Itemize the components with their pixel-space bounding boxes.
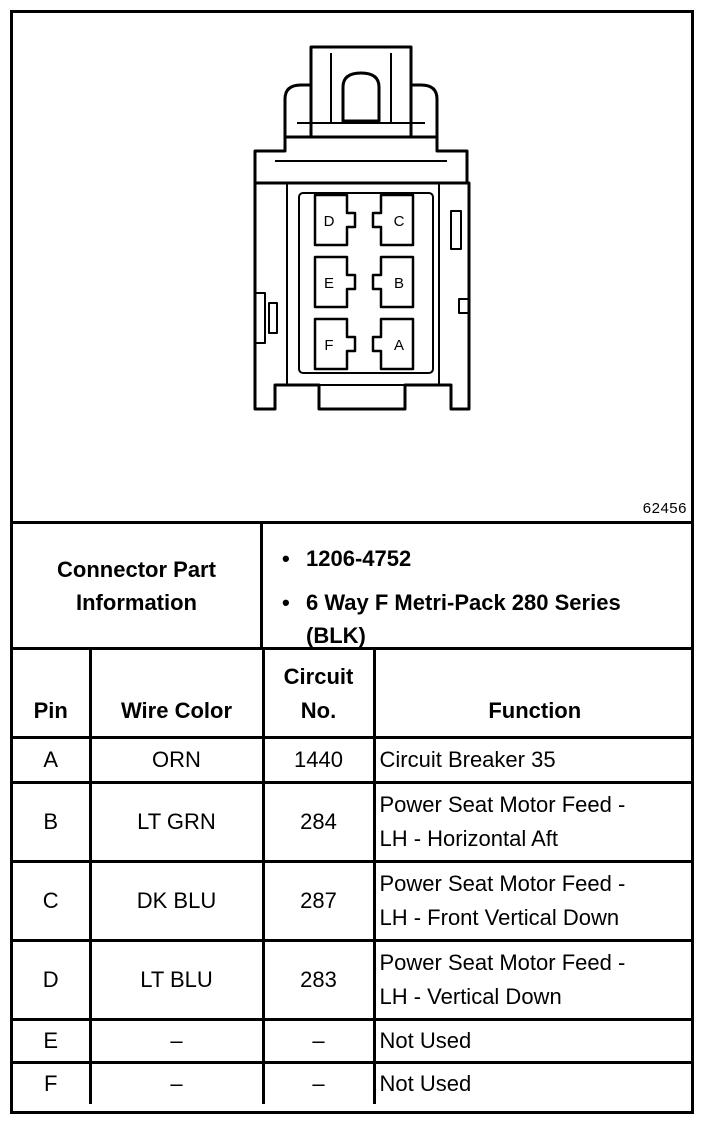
cell-wire-color: – (88, 1018, 265, 1064)
connector-figure: D C E B F A 62456 (13, 13, 691, 524)
connector-info-label-line2: Information (76, 589, 197, 615)
connector-info-section: Connector Part Information • 1206-4752 •… (13, 524, 691, 650)
cell-wire-color: ORN (88, 736, 265, 784)
cell-function-line1: Power Seat Motor Feed - (379, 792, 626, 817)
connector-info-item: • 6 Way F Metri-Pack 280 Series (BLK) (282, 586, 636, 652)
connector-info-label-line1: Connector Part (57, 556, 216, 582)
connector-page-frame: D C E B F A 62456 Connector Part Informa… (10, 10, 694, 1114)
cell-pin: B (13, 781, 92, 863)
table-row: A ORN 1440 Circuit Breaker 35 (13, 736, 694, 784)
table-row: C DK BLU 287 Power Seat Motor Feed - LH … (13, 860, 694, 942)
cell-circuit: 1440 (261, 736, 376, 784)
cell-function-line1: Power Seat Motor Feed - (379, 950, 626, 975)
header-pin: Pin (13, 650, 92, 739)
table-row: B LT GRN 284 Power Seat Motor Feed - LH … (13, 781, 694, 863)
cell-pin: D (13, 939, 92, 1021)
cell-circuit: 283 (261, 939, 376, 1021)
cell-circuit: – (261, 1061, 376, 1104)
cell-function-line1: Not Used (379, 1028, 472, 1053)
header-function: Function (372, 650, 694, 739)
cell-pin: C (13, 860, 92, 942)
cell-wire-color: LT GRN (88, 781, 265, 863)
connector-info-list: • 1206-4752 • 6 Way F Metri-Pack 280 Ser… (282, 542, 636, 652)
cell-function: Power Seat Motor Feed - LH - Front Verti… (372, 860, 694, 942)
connector-drawing: D C E B F A (253, 45, 471, 411)
bullet-icon: • (282, 590, 290, 615)
cell-function-line1: Power Seat Motor Feed - (379, 871, 626, 896)
table-row: E – – Not Used (13, 1018, 694, 1064)
header-circuit-line1: Circuit (283, 664, 354, 689)
part-number: 1206-4752 (306, 546, 412, 571)
pin-label-e: E (324, 275, 334, 292)
pinout-table: Pin Wire Color Circuit No. Function A OR… (13, 650, 694, 1104)
cell-function-line2: LH - Horizontal Aft (379, 826, 559, 851)
cell-circuit: 287 (261, 860, 376, 942)
cell-function: Power Seat Motor Feed - LH - Vertical Do… (372, 939, 694, 1021)
figure-id-label: 62456 (642, 500, 687, 517)
cell-function-line2: LH - Front Vertical Down (379, 905, 620, 930)
connector-description: 6 Way F Metri-Pack 280 Series (BLK) (306, 590, 621, 648)
cell-function-line1: Circuit Breaker 35 (379, 747, 556, 772)
cell-circuit: – (261, 1018, 376, 1064)
cell-circuit: 284 (261, 781, 376, 863)
table-row: F – – Not Used (13, 1061, 694, 1104)
connector-info-item: • 1206-4752 (282, 542, 636, 575)
cell-function: Not Used (372, 1018, 694, 1064)
cell-function-line2: LH - Vertical Down (379, 984, 562, 1009)
cell-function: Circuit Breaker 35 (372, 736, 694, 784)
pin-label-c: C (394, 213, 405, 230)
pin-label-b: B (394, 275, 404, 292)
header-circuit: Circuit No. (261, 650, 376, 739)
cell-wire-color: LT BLU (88, 939, 265, 1021)
cell-function: Power Seat Motor Feed - LH - Horizontal … (372, 781, 694, 863)
table-header-row: Pin Wire Color Circuit No. Function (13, 650, 694, 739)
pin-label-d: D (324, 213, 335, 230)
pin-label-a: A (394, 337, 404, 354)
cell-wire-color: – (88, 1061, 265, 1104)
header-wire-color: Wire Color (88, 650, 265, 739)
pin-label-f: F (324, 337, 333, 354)
cell-function: Not Used (372, 1061, 694, 1104)
cell-pin: F (13, 1061, 92, 1104)
header-circuit-line2: No. (300, 698, 337, 723)
cell-pin: E (13, 1018, 92, 1064)
cell-wire-color: DK BLU (88, 860, 265, 942)
bullet-icon: • (282, 546, 290, 571)
table-row: D LT BLU 283 Power Seat Motor Feed - LH … (13, 939, 694, 1021)
cell-pin: A (13, 736, 92, 784)
connector-info-label: Connector Part Information (13, 524, 263, 647)
cell-function-line1: Not Used (379, 1071, 472, 1096)
